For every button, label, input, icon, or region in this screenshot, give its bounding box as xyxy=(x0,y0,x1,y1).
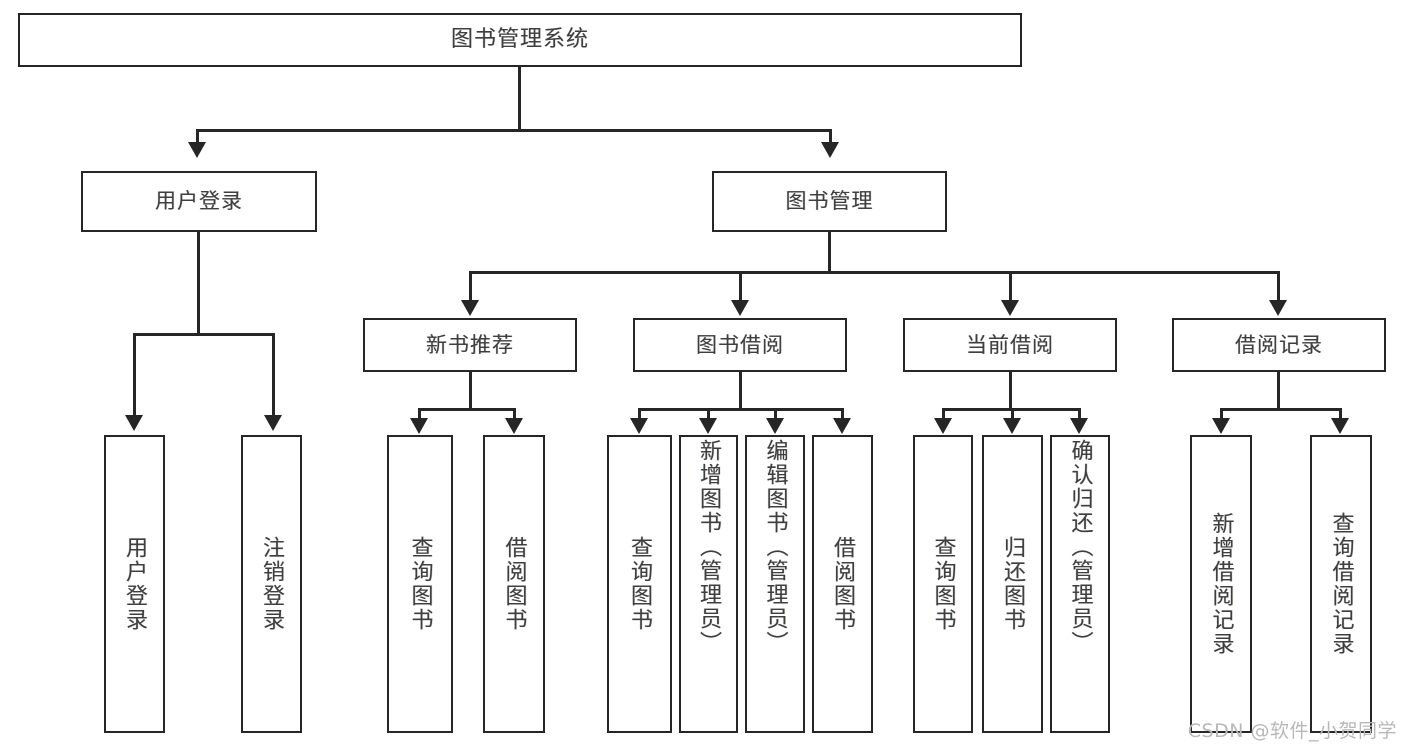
node-label: 归还图书 xyxy=(1000,536,1026,632)
arrow-to-book-borrow xyxy=(731,300,749,316)
node-new-book-rec[interactable]: 新书推荐 xyxy=(363,318,577,372)
arrow-to-leaf-query-book-c xyxy=(934,418,952,434)
connector-user-login-stem xyxy=(197,232,200,335)
node-leaf-query-book-borrow[interactable]: 查询图书 xyxy=(607,435,672,733)
node-label: 用户登录 xyxy=(122,536,148,632)
node-leaf-borrow-book[interactable]: 借阅图书 xyxy=(812,435,873,733)
node-borrow-record[interactable]: 借阅记录 xyxy=(1172,318,1386,372)
connector-new-book-rec-stem xyxy=(469,372,472,410)
connector-book-borrow-bus xyxy=(638,408,843,411)
node-leaf-return-book[interactable]: 归还图书 xyxy=(982,435,1043,733)
connector-current-borrow-drop-3 xyxy=(1078,408,1081,420)
connector-book-borrow-drop-3 xyxy=(774,408,777,420)
node-label: 图书管理系统 xyxy=(450,27,589,53)
node-leaf-query-book-current[interactable]: 查询图书 xyxy=(913,435,973,733)
connector-root-drop-left xyxy=(196,129,199,145)
arrow-to-leaf-query-book-b xyxy=(630,418,648,434)
connector-borrow-record-drop-2 xyxy=(1339,408,1342,420)
connector-book-manage-drop-3 xyxy=(1009,271,1012,302)
node-root-system[interactable]: 图书管理系统 xyxy=(18,13,1022,67)
arrow-to-leaf-return-book xyxy=(1003,418,1021,434)
node-user-login[interactable]: 用户登录 xyxy=(81,171,317,232)
arrow-to-leaf-add-book xyxy=(699,418,717,434)
node-label: 新书推荐 xyxy=(426,332,514,357)
connector-current-borrow-drop-1 xyxy=(942,408,945,420)
node-current-borrow[interactable]: 当前借阅 xyxy=(903,318,1117,372)
node-label: 用户登录 xyxy=(155,189,243,214)
connector-book-manage-drop-1 xyxy=(469,271,472,302)
node-label: 注销登录 xyxy=(259,536,285,632)
connector-current-borrow-drop-2 xyxy=(1011,408,1014,420)
connector-root-drop-right xyxy=(829,129,832,145)
connector-new-book-rec-drop-1 xyxy=(418,408,421,420)
connector-book-manage-drop-4 xyxy=(1277,271,1280,302)
node-label: 查询图书 xyxy=(407,536,433,632)
arrow-to-borrow-record xyxy=(1269,300,1287,316)
connector-borrow-record-stem xyxy=(1277,372,1280,410)
arrow-to-leaf-borrow-book-rec xyxy=(505,418,523,434)
arrow-to-leaf-query-record xyxy=(1331,418,1349,434)
node-leaf-add-record[interactable]: 新增借阅记录 xyxy=(1190,435,1252,733)
node-leaf-borrow-book-rec[interactable]: 借阅图书 xyxy=(483,435,545,733)
connector-root-bus xyxy=(196,129,832,132)
arrow-to-leaf-user-login xyxy=(125,415,143,431)
node-label: 借阅记录 xyxy=(1235,332,1323,357)
node-label: 图书管理 xyxy=(785,189,874,214)
arrow-to-leaf-edit-book xyxy=(766,418,784,434)
connector-book-manage-stem xyxy=(828,232,831,273)
connector-book-manage-drop-2 xyxy=(739,271,742,302)
node-label: 当前借阅 xyxy=(966,332,1054,357)
connector-book-borrow-drop-2 xyxy=(707,408,710,420)
node-book-manage[interactable]: 图书管理 xyxy=(712,171,947,232)
node-label: 新增借阅记录 xyxy=(1208,512,1234,656)
node-label: 确认归还（管理员） xyxy=(1067,439,1093,655)
connector-user-login-drop-2 xyxy=(272,333,275,417)
connector-current-borrow-bus xyxy=(942,408,1079,411)
connector-root-stem xyxy=(518,67,521,131)
node-label: 图书借阅 xyxy=(696,332,784,357)
arrow-to-book-manage xyxy=(821,142,839,158)
node-leaf-query-book-rec[interactable]: 查询图书 xyxy=(387,435,453,733)
node-label: 查询借阅记录 xyxy=(1328,512,1354,656)
connector-borrow-record-bus xyxy=(1220,408,1342,411)
connector-user-login-drop-1 xyxy=(133,333,136,417)
arrow-to-leaf-user-logout xyxy=(264,415,282,431)
node-label: 新增图书（管理员） xyxy=(696,439,722,655)
connector-new-book-rec-drop-2 xyxy=(513,408,516,420)
arrow-to-leaf-query-book-rec xyxy=(410,418,428,434)
connector-book-manage-bus xyxy=(469,271,1280,274)
node-leaf-query-record[interactable]: 查询借阅记录 xyxy=(1310,435,1372,733)
node-label: 查询图书 xyxy=(930,536,956,632)
connector-borrow-record-drop-1 xyxy=(1220,408,1223,420)
node-leaf-add-book[interactable]: 新增图书（管理员） xyxy=(679,435,738,733)
watermark-text: CSDN @软件_小贺同学 xyxy=(1187,720,1397,742)
arrow-to-new-book-rec xyxy=(461,300,479,316)
arrow-to-user-login xyxy=(188,142,206,158)
arrow-to-current-borrow xyxy=(1001,300,1019,316)
node-leaf-confirm-return[interactable]: 确认归还（管理员） xyxy=(1050,435,1110,733)
connector-book-borrow-drop-4 xyxy=(841,408,844,420)
connector-user-login-bus xyxy=(133,333,275,336)
connector-book-borrow-drop-1 xyxy=(638,408,641,420)
connector-new-book-rec-bus xyxy=(418,408,516,411)
arrow-to-leaf-borrow-book-b xyxy=(833,418,851,434)
node-label: 借阅图书 xyxy=(501,536,527,632)
node-label: 查询图书 xyxy=(627,536,653,632)
node-leaf-user-logout[interactable]: 注销登录 xyxy=(241,435,302,733)
connector-current-borrow-stem xyxy=(1009,372,1012,410)
node-leaf-user-login[interactable]: 用户登录 xyxy=(104,435,165,733)
node-leaf-edit-book[interactable]: 编辑图书（管理员） xyxy=(745,435,805,733)
node-label: 编辑图书（管理员） xyxy=(762,439,788,655)
node-label: 借阅图书 xyxy=(830,536,856,632)
arrow-to-leaf-confirm-return xyxy=(1070,418,1088,434)
connector-book-borrow-stem xyxy=(739,372,742,410)
node-book-borrow[interactable]: 图书借阅 xyxy=(633,318,847,372)
arrow-to-leaf-add-record xyxy=(1212,418,1230,434)
